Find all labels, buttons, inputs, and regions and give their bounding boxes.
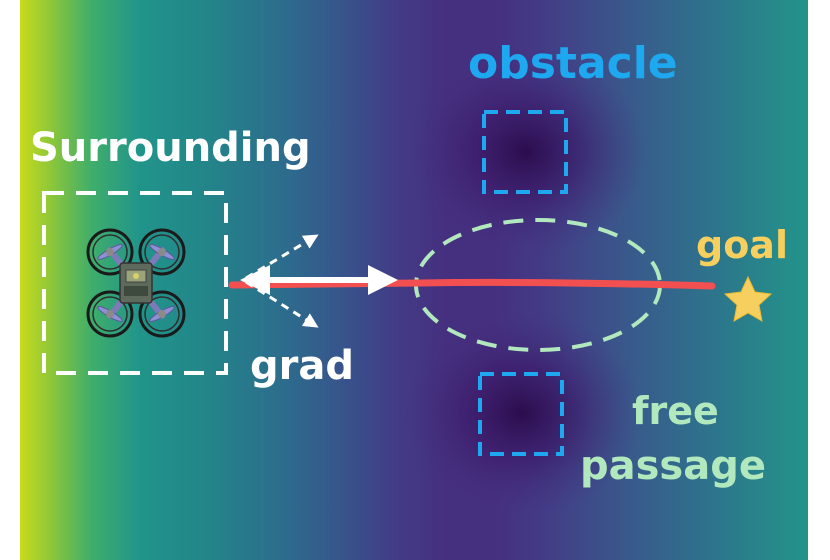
surrounding-box (42, 191, 228, 375)
free-passage-label-line2: passage (580, 443, 766, 489)
obstacle-dark-spots (402, 47, 646, 518)
gradient-arrow-up (245, 234, 319, 280)
goal-label: goal (696, 223, 788, 267)
obstacle-bottom-field (402, 308, 642, 518)
gradient-arrow-down (245, 280, 319, 328)
free-passage-label-line1: free (632, 389, 719, 433)
obstacle-box-top (482, 110, 568, 194)
surrounding-label: Surrounding (30, 125, 311, 171)
quadrotor-drone-icon (86, 228, 186, 338)
planned-path-line (228, 278, 716, 290)
obstacle-box-bottom (478, 372, 564, 456)
star-icon (723, 275, 773, 322)
obstacle-label: obstacle (468, 38, 678, 89)
obstacle-top-field (406, 47, 646, 257)
grad-label: grad (250, 343, 354, 389)
